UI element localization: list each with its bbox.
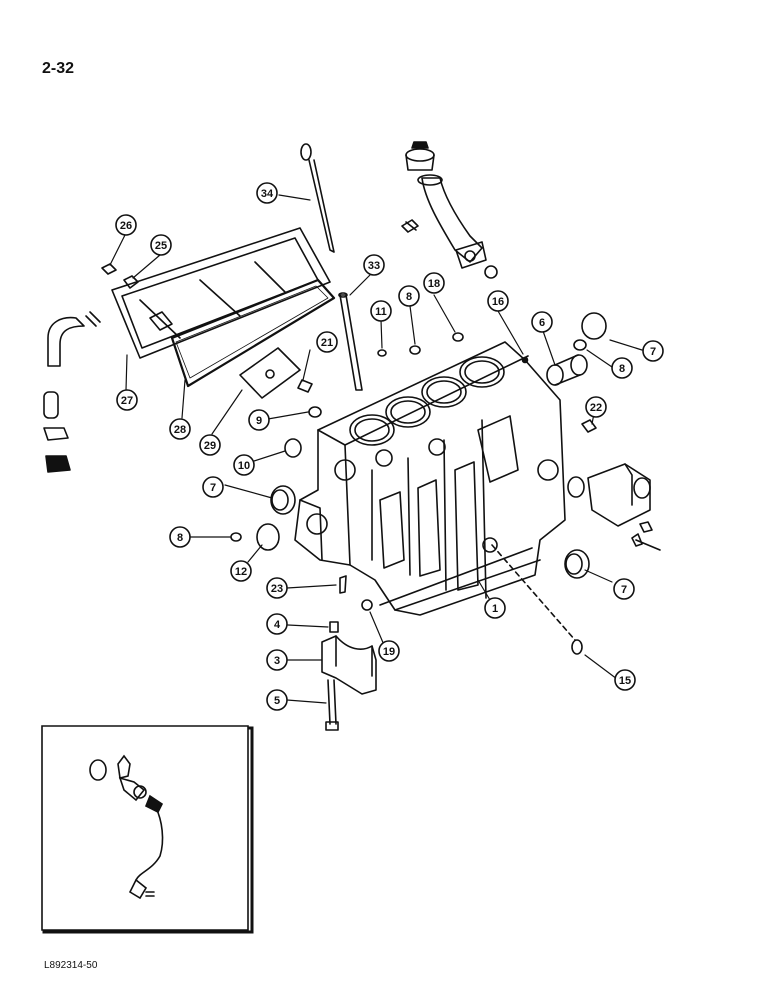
callout-34: 34 <box>261 188 274 200</box>
expansion-plug-7a <box>581 312 607 340</box>
gasket-inner-edge <box>175 285 329 379</box>
housing-nut <box>639 521 653 533</box>
heater-element <box>117 754 131 779</box>
expansion-plug-7c <box>564 549 590 579</box>
heater-o-ring <box>89 759 107 781</box>
callout-circles <box>115 182 664 711</box>
cylinder-block <box>294 341 566 616</box>
callout-3: 3 <box>274 655 280 667</box>
plug-18 <box>452 332 464 342</box>
callout-23: 23 <box>271 583 283 595</box>
callout-1: 1 <box>492 603 498 615</box>
breather-hose <box>43 311 101 473</box>
expansion-plug-7c-inner <box>565 553 583 575</box>
dipstick <box>300 143 335 253</box>
plug-22 <box>581 419 597 433</box>
plug-8c <box>230 532 242 542</box>
page-number: 2-32 <box>42 60 75 77</box>
plug-8b <box>573 339 587 351</box>
callout-9: 9 <box>256 415 262 427</box>
filler-tube-bolt <box>401 219 419 233</box>
expansion-plug-10 <box>284 438 302 458</box>
expansion-plug-7b-inner <box>271 489 289 511</box>
callout-33: 33 <box>368 260 380 272</box>
main-bearing-bolt <box>325 679 339 731</box>
housing-bolt <box>631 533 661 551</box>
callout-29: 29 <box>204 440 216 452</box>
callout-6: 6 <box>539 317 545 329</box>
plug-9 <box>308 406 322 418</box>
filler-tube-o-ring <box>484 265 498 279</box>
plug-19 <box>361 599 373 611</box>
callout-26: 26 <box>120 220 132 232</box>
callout-4: 4 <box>274 619 281 631</box>
rocker-cover <box>111 227 331 359</box>
callout-27: 27 <box>121 395 133 407</box>
callout-16: 16 <box>492 296 504 308</box>
plug-11 <box>377 349 387 357</box>
cover-plate <box>239 347 301 399</box>
heater-cord <box>135 807 164 881</box>
oil-filler-cap <box>405 141 435 171</box>
dipstick-tube <box>338 292 363 391</box>
plate-bolt <box>297 379 313 393</box>
leader-lines <box>109 194 643 704</box>
callout-11: 11 <box>375 306 387 318</box>
main-bearing-cap <box>321 635 377 695</box>
callout-28: 28 <box>174 424 186 436</box>
dowel-16 <box>521 356 529 364</box>
cover-screw <box>101 263 117 275</box>
callout-8: 8 <box>177 532 183 544</box>
callout-5: 5 <box>274 695 280 707</box>
rocker-cover-gasket <box>170 278 336 388</box>
cover-nut <box>123 275 139 289</box>
callout-8: 8 <box>619 363 625 375</box>
thermostat-o-ring <box>567 476 585 498</box>
callout-18: 18 <box>428 278 440 290</box>
thermostat-housing <box>587 463 651 527</box>
inset-block-heater <box>41 725 254 934</box>
callout-15: 15 <box>619 675 631 687</box>
callout-7: 7 <box>210 482 216 494</box>
callout-8: 8 <box>406 291 412 303</box>
expansion-plug-7b <box>270 485 296 515</box>
callout-7: 7 <box>621 584 627 596</box>
oil-filler-tube <box>417 174 487 269</box>
callout-25: 25 <box>155 240 167 252</box>
callout-10: 10 <box>238 460 250 472</box>
cover-plate-hole <box>265 369 275 379</box>
callout-21: 21 <box>321 337 333 349</box>
expansion-plug-12 <box>256 523 280 551</box>
callout-22: 22 <box>590 402 602 414</box>
oil-plug-15 <box>571 639 583 655</box>
callout-19: 19 <box>383 646 395 658</box>
plug-8a <box>409 345 421 355</box>
callout-12: 12 <box>235 566 247 578</box>
drawing-id: L892314-50 <box>44 960 98 971</box>
heater-plug <box>128 878 148 900</box>
plug-15-leader <box>491 544 576 641</box>
callout-7: 7 <box>650 346 656 358</box>
dowel-23 <box>339 575 347 594</box>
cap-plug-4 <box>329 621 339 633</box>
